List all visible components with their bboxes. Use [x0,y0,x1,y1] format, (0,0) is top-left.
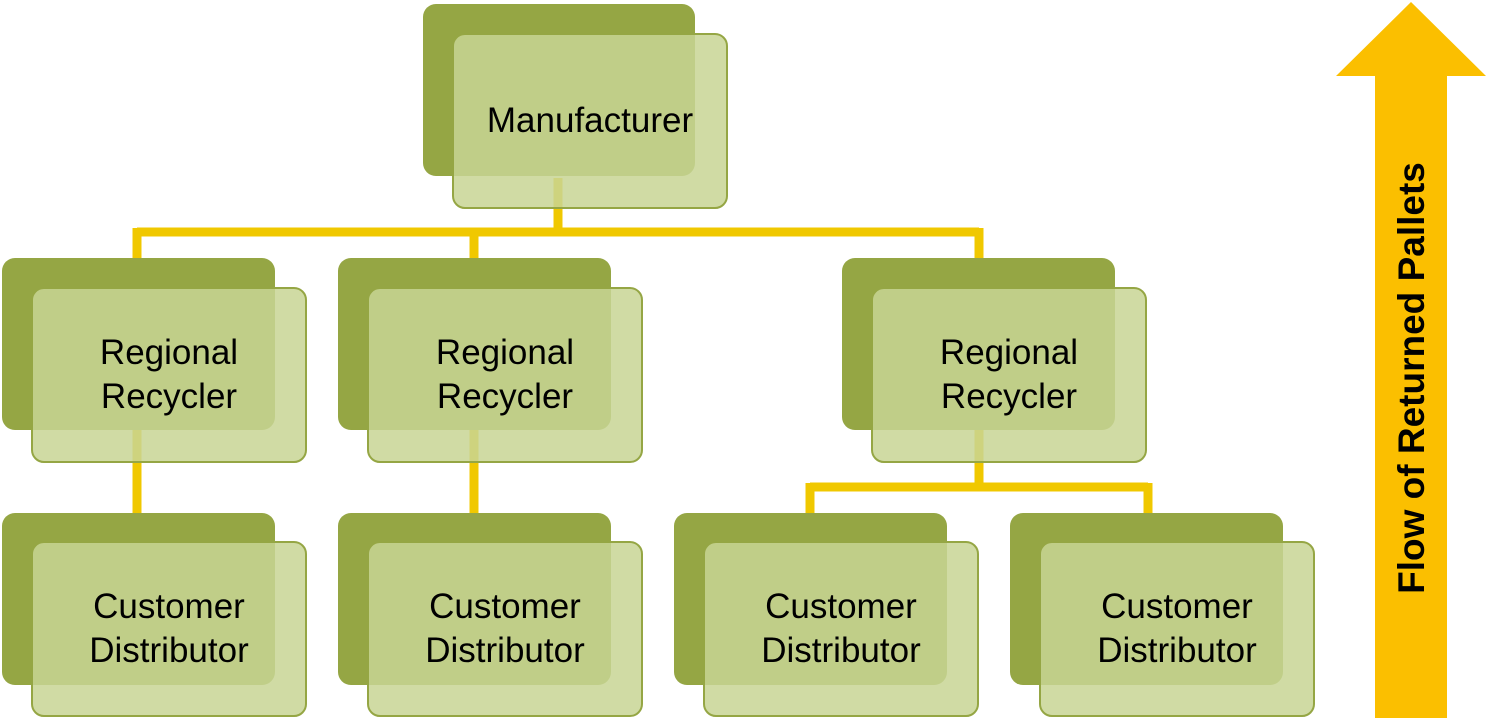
node-label-line1: Customer [1101,587,1253,626]
node-label-line2: Distributor [89,631,249,670]
node-label-line2: Distributor [1097,631,1257,670]
node-label-line1: Regional [435,333,575,372]
flow-arrow-shape [1336,2,1486,718]
node-label-line1: Regional [939,333,1079,372]
node-label-line2: Recycler [940,377,1078,416]
node-front-panel: Customer Distributor [703,541,979,717]
node-label-line2: Recycler [100,377,238,416]
node-label-line1: Regional [99,333,239,372]
node-front-panel: Customer Distributor [31,541,307,717]
flow-arrow-label: Flow of Returned Pallets [1391,162,1432,594]
node-label-line1: Customer [93,587,245,626]
flow-arrow: Flow of Returned Pallets [1336,2,1486,718]
node-front-panel: Regional Recycler [31,287,307,463]
node-label-line2: Distributor [425,631,585,670]
node-front-panel: Regional Recycler [871,287,1147,463]
node-label-line1: Customer [429,587,581,626]
node-front-panel: Customer Distributor [367,541,643,717]
node-front-panel: Customer Distributor [1039,541,1315,717]
node-label-line2: Recycler [436,377,574,416]
node-label: Manufacturer [486,101,694,140]
node-label-line1: Customer [765,587,917,626]
node-front-panel: Regional Recycler [367,287,643,463]
node-label-line2: Distributor [761,631,921,670]
node-front-panel: Manufacturer [452,33,728,209]
